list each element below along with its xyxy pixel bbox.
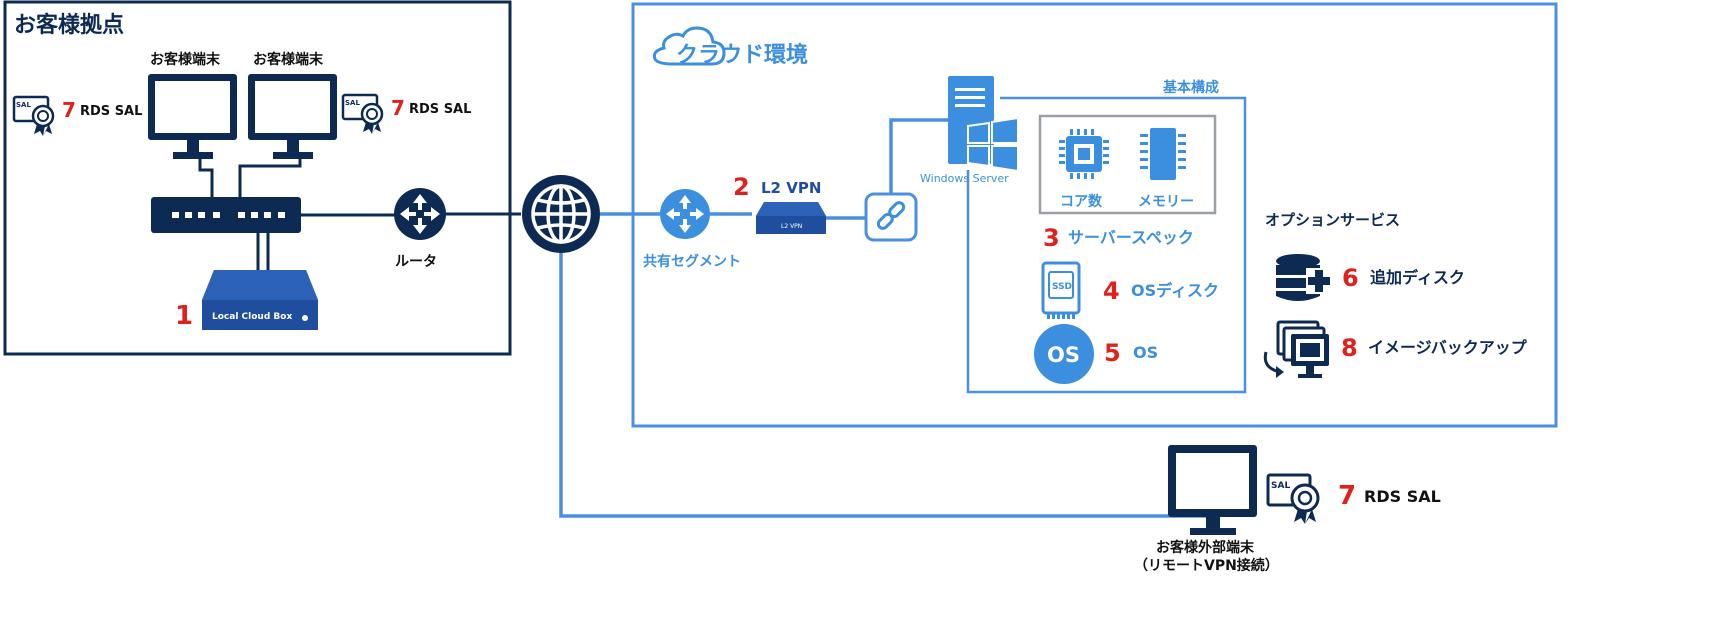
sal-certificate-icon (1266, 473, 1320, 524)
windows-server-label: Windows Server (920, 172, 1009, 185)
os-label: OS (1133, 343, 1158, 362)
l2vpn-device-icon (756, 202, 826, 234)
cpu-icon (1059, 129, 1109, 179)
additional-disk-number: 6 (1342, 264, 1359, 292)
l2vpn-device-label: L2 VPN (781, 223, 802, 230)
sal-left-badge: SAL (16, 101, 31, 109)
sal-right-label: RDS SAL (409, 102, 471, 117)
basic-config-frame (966, 96, 1247, 394)
additional-disk-icon (1276, 254, 1332, 301)
internet-globe-icon (522, 175, 600, 253)
sal-right-number: 7 (391, 96, 405, 120)
l2vpn-number: 2 (733, 173, 750, 201)
router-icon (394, 188, 446, 240)
shared-segment-label: 共有セグメント (643, 253, 741, 270)
memory-icon (1140, 128, 1186, 180)
sal-certificate-icon (12, 95, 55, 136)
customer-site-title: お客様拠点 (14, 12, 124, 38)
remote-sal-badge: SAL (1271, 481, 1290, 491)
sal-left-label: RDS SAL (80, 104, 142, 119)
remote-terminal-label-line1: お客様外部端末 (1156, 539, 1255, 556)
router-label: ルータ (395, 254, 437, 270)
cloud-environment-title: クラウド環境 (676, 42, 808, 68)
os-icon (1034, 324, 1094, 384)
switch-box-link (256, 233, 270, 272)
additional-disk-label: 追加ディスク (1370, 268, 1465, 287)
link-server-connector (889, 118, 950, 194)
memory-label: メモリー (1138, 194, 1194, 210)
remote-sal-label: RDS SAL (1364, 487, 1441, 506)
core-count-label: コア数 (1060, 193, 1103, 210)
network-switch-icon (151, 197, 301, 233)
sal-left-number: 7 (62, 98, 76, 122)
server-spec-frame (1038, 114, 1217, 215)
terminal-2-label: お客様端末 (253, 51, 324, 68)
os-badge: OS (1047, 343, 1080, 367)
sal-right-badge: SAL (345, 99, 360, 107)
os-number: 5 (1104, 339, 1121, 367)
windows-server-icon (948, 76, 1019, 173)
option-services-title: オプションサービス (1265, 211, 1400, 229)
customer-terminal-2-icon (248, 74, 337, 159)
terminal-switch-links (198, 159, 302, 198)
terminal-1-label: お客様端末 (150, 51, 221, 68)
link-chain-icon (864, 192, 918, 242)
image-backup-icon (1263, 320, 1329, 378)
remote-terminal-icon (1168, 445, 1257, 535)
server-spec-label: サーバースペック (1068, 228, 1194, 247)
shared-segment-icon (660, 189, 710, 239)
image-backup-number: 8 (1341, 334, 1358, 362)
basic-config-label: 基本構成 (1163, 79, 1219, 96)
local-cloud-box-number: 1 (175, 301, 193, 331)
local-cloud-box-label: Local Cloud Box (212, 312, 292, 322)
customer-site-frame (3, 0, 512, 356)
image-backup-label: イメージバックアップ (1368, 338, 1528, 357)
customer-terminal-1-icon (148, 74, 237, 159)
ssd-icon (1041, 261, 1081, 319)
cloud-icon (652, 26, 726, 66)
os-disk-label: OSディスク (1131, 281, 1219, 300)
remote-sal-number: 7 (1338, 481, 1356, 511)
ssd-badge: SSD (1052, 282, 1072, 292)
l2vpn-label: L2 VPN (761, 179, 821, 197)
os-disk-number: 4 (1103, 277, 1120, 305)
remote-terminal-label-line2: （リモートVPN接続） (1134, 557, 1279, 574)
local-cloud-box-icon (202, 270, 318, 330)
server-spec-number: 3 (1043, 224, 1060, 252)
sal-certificate-icon (341, 93, 384, 134)
